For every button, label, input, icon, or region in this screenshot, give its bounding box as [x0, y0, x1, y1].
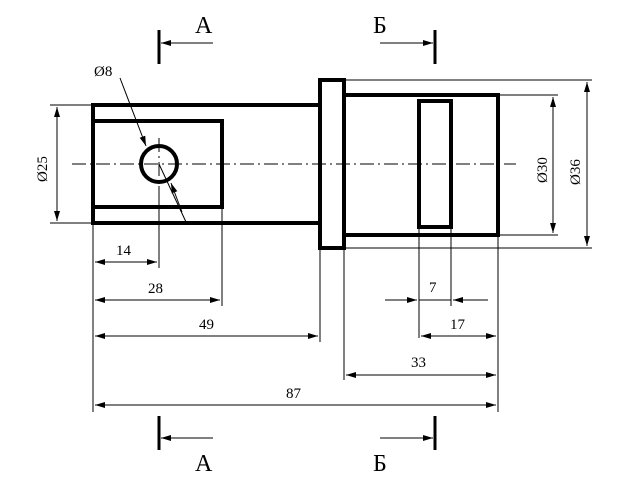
l28-label: 28	[148, 281, 163, 297]
l14-label: 14	[116, 243, 132, 259]
l49-label: 49	[199, 317, 214, 333]
section-a-top-label: А	[195, 13, 213, 39]
l87-label: 87	[286, 386, 302, 402]
d36-label: Ø36	[568, 159, 584, 185]
d8-label: Ø8	[94, 64, 112, 80]
d30-label: Ø30	[535, 157, 551, 183]
section-b-bottom-label: Б	[373, 451, 387, 477]
right-shaft-outline	[342, 93, 500, 237]
l7-label: 7	[429, 280, 437, 296]
section-markers: А Б А Б	[157, 13, 437, 477]
d25-label: Ø25	[35, 156, 51, 182]
section-b-top-label: Б	[373, 13, 387, 39]
section-a-bottom-label: А	[195, 451, 213, 477]
dimensions: Ø8 Ø25 Ø30 Ø36 14 28 49	[35, 64, 592, 412]
l17-label: 17	[450, 317, 466, 333]
d8-leader-arrow2	[170, 182, 183, 213]
l33-label: 33	[411, 355, 426, 371]
d8-leader	[119, 77, 147, 147]
